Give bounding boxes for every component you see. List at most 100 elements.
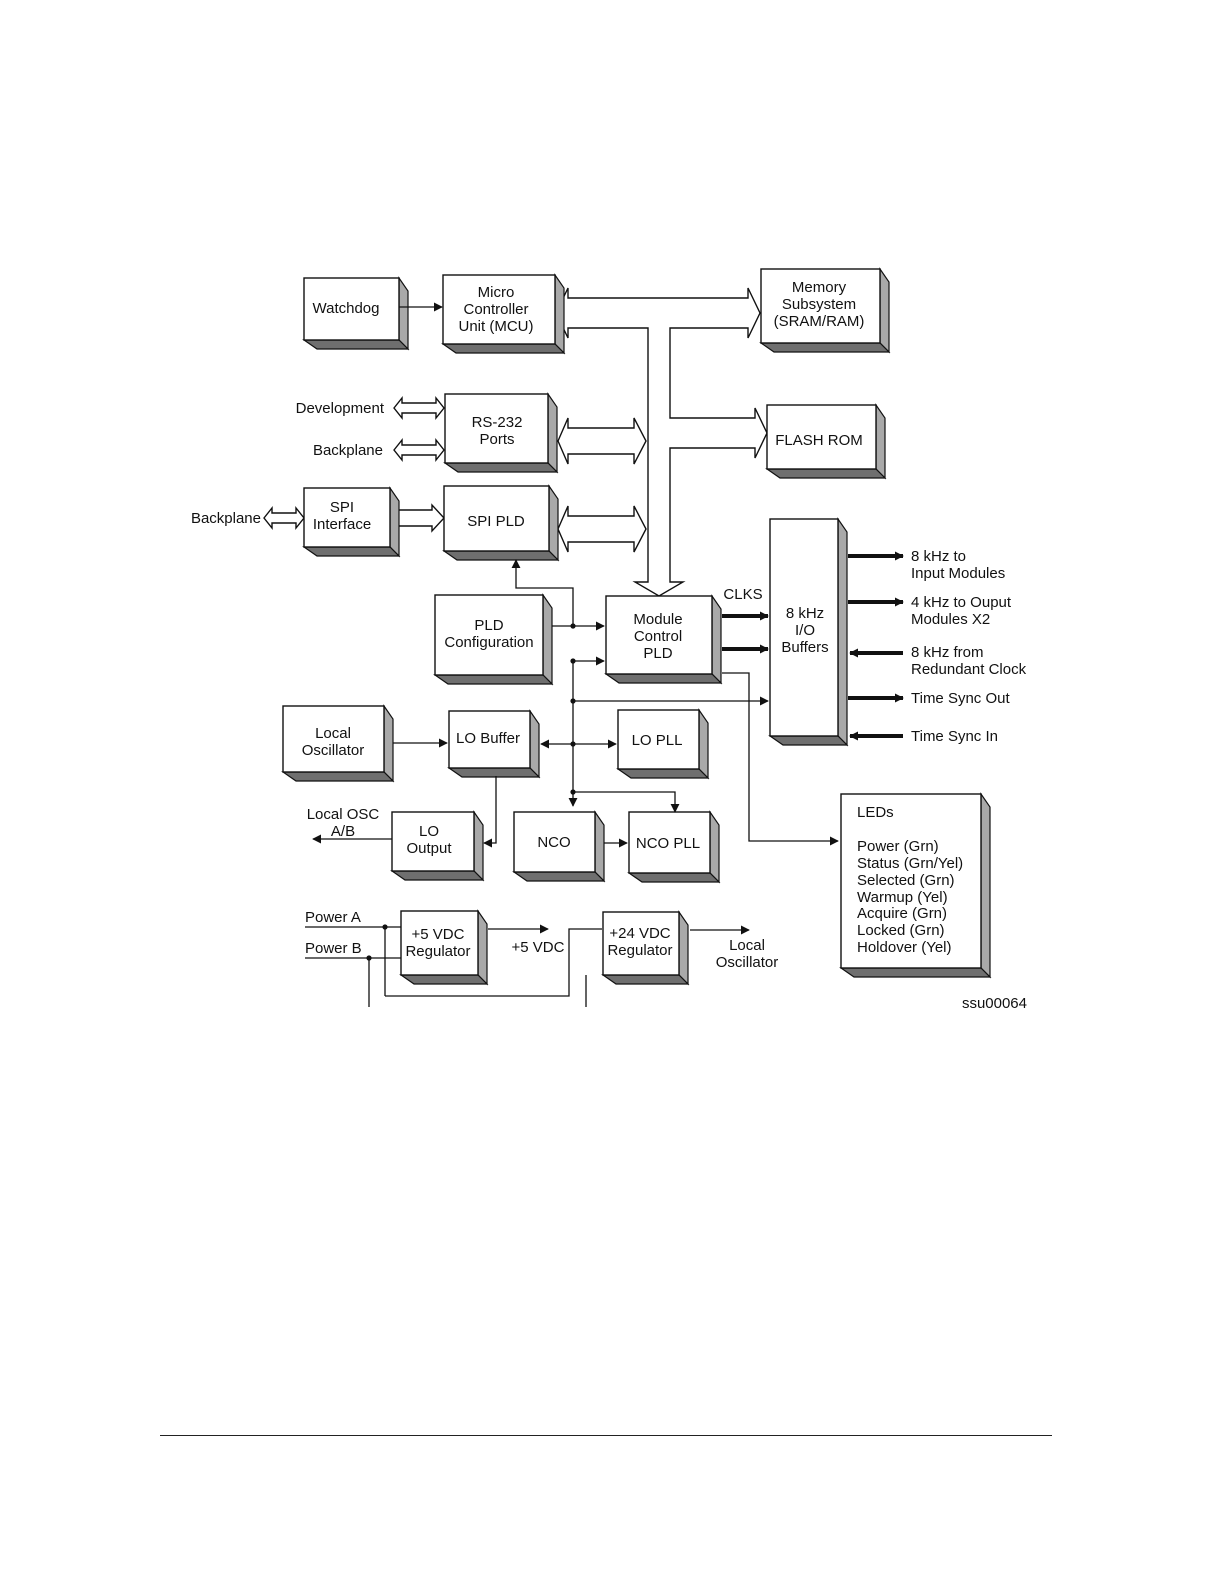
mcu-label-1: Micro xyxy=(478,284,515,301)
clks-label: CLKS xyxy=(723,586,762,603)
io-signal-label: Input Modules xyxy=(911,565,1005,582)
system-bus xyxy=(263,287,768,597)
bus-rs232 xyxy=(557,417,647,465)
wire-to-leds xyxy=(722,672,839,846)
module-control-block xyxy=(604,594,723,685)
local-osc-ab-label-2: A/B xyxy=(331,823,355,840)
lo-pll-block xyxy=(616,708,710,780)
io-buffers-label-3: Buffers xyxy=(781,639,828,656)
flash-block xyxy=(765,403,887,480)
footer-rule xyxy=(160,1435,1052,1436)
io-buffers-label-2: I/O xyxy=(795,622,815,639)
backplane-rs232-label: Backplane xyxy=(313,442,383,459)
out-5vdc-label: +5 VDC xyxy=(512,939,565,956)
memory-block xyxy=(759,267,891,354)
spi-interface-block xyxy=(302,486,401,558)
led-item: Locked (Grn) xyxy=(857,922,945,939)
io-signal-label: 8 kHz from xyxy=(911,644,984,661)
rs232-label-1: RS-232 xyxy=(472,414,523,431)
io-signal-label: Modules X2 xyxy=(911,611,990,628)
out-local-osc-label-2: Oscillator xyxy=(716,954,779,971)
io-signal-label: 4 kHz to Ouput xyxy=(911,594,1012,611)
lo-output-label-2: Output xyxy=(406,840,452,857)
spi-pld-label: SPI PLD xyxy=(467,513,525,530)
nco-pll-block xyxy=(627,810,721,884)
led-item: Warmup (Yel) xyxy=(857,889,948,906)
io-buffers-label-1: 8 kHz xyxy=(786,605,824,622)
local-osc-label-2: Oscillator xyxy=(302,742,365,759)
nco-label: NCO xyxy=(537,834,570,851)
reg24-label-1: +24 VDC xyxy=(609,925,670,942)
wire-lobuffer-looutput xyxy=(483,776,497,848)
power-a-label: Power A xyxy=(305,909,361,926)
memory-label-3: (SRAM/RAM) xyxy=(774,313,865,330)
led-item: Holdover (Yel) xyxy=(857,939,952,956)
out-local-osc-label-1: Local xyxy=(729,937,765,954)
spi-pld-block xyxy=(442,484,560,562)
led-item: Selected (Grn) xyxy=(857,872,955,889)
bus-backplane-rs232 xyxy=(393,438,445,462)
rs232-block xyxy=(443,392,559,474)
leds-block xyxy=(839,792,992,979)
power-b-label: Power B xyxy=(305,940,362,957)
blocks xyxy=(281,267,992,986)
development-label: Development xyxy=(296,400,385,417)
nco-block xyxy=(512,810,606,883)
bus-backplane-spi xyxy=(263,506,305,530)
pld-config-block xyxy=(433,593,554,686)
pld-config-label-2: Configuration xyxy=(444,634,533,651)
lo-output-label-1: LO xyxy=(419,823,439,840)
bus-spi-pld xyxy=(557,505,647,553)
wire-to-spi-pld xyxy=(511,559,574,626)
bus-spi-interface-pld xyxy=(393,503,445,533)
flash-label: FLASH ROM xyxy=(775,432,863,449)
block-labels: Watchdog Micro Controller Unit (MCU) Mem… xyxy=(302,279,865,960)
module-control-label-3: PLD xyxy=(643,645,672,662)
reg24-label-2: Regulator xyxy=(607,942,672,959)
io-signal-label: Time Sync In xyxy=(911,728,998,745)
reg5-label-1: +5 VDC xyxy=(412,926,465,943)
wire-power-to-24v xyxy=(385,928,602,997)
io-signal-label: Redundant Clock xyxy=(911,661,1027,678)
reg24-block xyxy=(601,910,690,986)
leds-title: LEDs xyxy=(857,804,894,821)
module-control-label-1: Module xyxy=(633,611,682,628)
mcu-label-2: Controller xyxy=(463,301,528,318)
bus-development xyxy=(393,396,445,420)
leds-labels: LEDs Power (Grn) Status (Grn/Yel) Select… xyxy=(857,804,963,956)
free-labels: Development Backplane Backplane CLKS Loc… xyxy=(191,400,1027,1012)
local-osc-label-1: Local xyxy=(315,725,351,742)
backplane-spi-label: Backplane xyxy=(191,510,261,527)
memory-label-2: Subsystem xyxy=(782,296,856,313)
wires xyxy=(305,302,904,1007)
led-item: Power (Grn) xyxy=(857,838,939,855)
figure-id-label: ssu00064 xyxy=(962,995,1027,1012)
local-osc-ab-label-1: Local OSC xyxy=(307,806,380,823)
io-buffers-block xyxy=(768,517,849,747)
reg5-block xyxy=(399,909,489,986)
mcu-label-3: Unit (MCU) xyxy=(459,318,534,335)
module-control-label-2: Control xyxy=(634,628,682,645)
reg5-label-2: Regulator xyxy=(405,943,470,960)
lo-pll-label: LO PLL xyxy=(632,732,683,749)
lo-buffer-label: LO Buffer xyxy=(456,730,520,747)
watchdog-label: Watchdog xyxy=(313,300,380,317)
rs232-label-2: Ports xyxy=(479,431,514,448)
mcu-block xyxy=(441,273,566,355)
local-osc-block xyxy=(281,704,395,783)
lo-buffer-block xyxy=(447,709,541,779)
wire-to-nco-pll xyxy=(573,791,680,813)
io-signal-label: 8 kHz to xyxy=(911,548,966,565)
pld-config-label-1: PLD xyxy=(474,617,503,634)
led-item: Acquire (Grn) xyxy=(857,905,947,922)
io-signal-labels: 8 kHz to Input Modules 4 kHz to Ouput Mo… xyxy=(911,548,1027,745)
spi-interface-label-2: Interface xyxy=(313,516,371,533)
lo-output-block xyxy=(390,810,485,882)
led-item: Status (Grn/Yel) xyxy=(857,855,963,872)
spi-interface-label-1: SPI xyxy=(330,499,354,516)
watchdog-block xyxy=(302,276,410,351)
io-signal-label: Time Sync Out xyxy=(911,690,1010,707)
nco-pll-label: NCO PLL xyxy=(636,835,700,852)
memory-label-1: Memory xyxy=(792,279,847,296)
